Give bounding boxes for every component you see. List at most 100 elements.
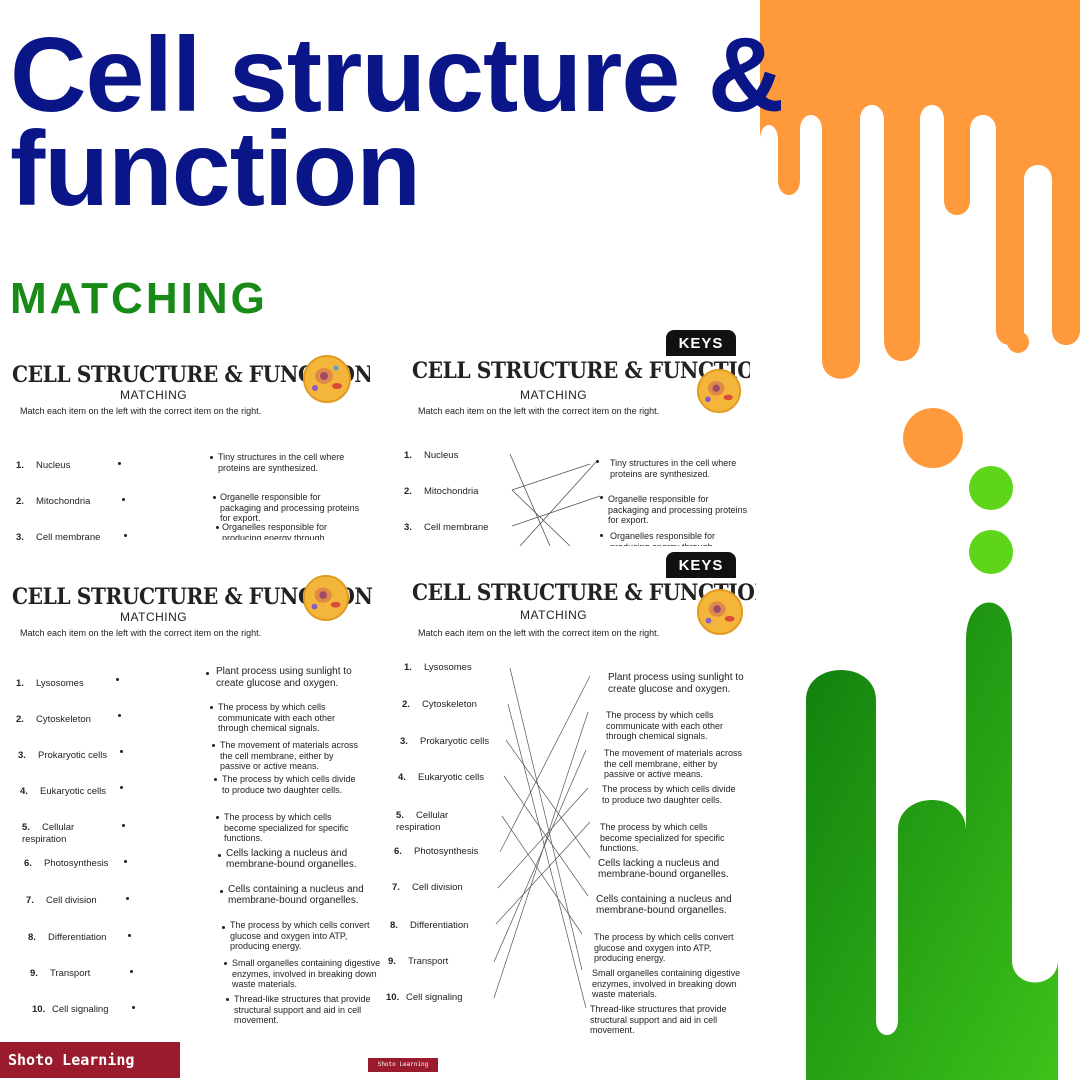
definition: Cells containing a nucleus and membrane-… [228, 884, 364, 906]
list-item: 8.Differentiation [390, 920, 469, 931]
match-dot [220, 890, 223, 893]
worksheet-bottom-right-keys: CELL STRUCTURE & FUNCTION MATCHING Match… [386, 578, 756, 1048]
match-dot [226, 998, 229, 1001]
match-dot [596, 460, 599, 463]
match-dot [132, 1006, 135, 1009]
definition: Tiny structures in the cell where protei… [610, 458, 737, 479]
list-item: 2.Cytoskeleton [402, 699, 477, 710]
worksheet-instruction: Match each item on the left with the cor… [418, 406, 660, 416]
match-dot [118, 462, 121, 465]
worksheet-subheading: MATCHING [520, 608, 588, 622]
cell-icon [696, 588, 744, 636]
match-dot [128, 934, 131, 937]
orange-drip-shape [760, 0, 1080, 379]
definition: Cells lacking a nucleus and membrane-bou… [598, 858, 729, 880]
definition: The process by which cells communicate w… [606, 710, 724, 741]
match-dot [124, 860, 127, 863]
match-dot [210, 706, 213, 709]
list-item: 4.Eukaryotic cells [20, 786, 106, 797]
list-item: 10.Cell signaling [32, 1004, 109, 1015]
list-item: 1.Nucleus [404, 450, 459, 461]
list-item: 6.Photosynthesis [394, 846, 479, 857]
orange-dot-small [1007, 331, 1029, 353]
list-item: 3.Prokaryotic cells [400, 736, 490, 747]
list-item: 1.Nucleus [16, 460, 71, 471]
green-dot-2 [969, 530, 1013, 574]
match-dot [213, 496, 216, 499]
list-item: 4.Eukaryotic cells [398, 772, 484, 783]
list-item: 1.Lysosomes [16, 678, 84, 689]
definition: Tiny structures in the cell where protei… [218, 452, 345, 473]
orange-dot-large [903, 408, 963, 468]
definition: Thread-like structures that provide stru… [590, 1004, 727, 1035]
definition: The process by which cells communicate w… [218, 702, 336, 733]
match-dot [212, 744, 215, 747]
definition: Organelles responsible for producing ene… [610, 531, 716, 546]
match-dot [600, 496, 603, 499]
worksheet-instruction: Match each item on the left with the cor… [418, 628, 660, 638]
match-dot [210, 456, 213, 459]
list-item: 5.Cellular respiration [396, 810, 449, 833]
worksheet-heading: CELL STRUCTURE & FUNCTION [412, 580, 756, 606]
cell-icon [696, 368, 742, 414]
definition: The process by which cells convert gluco… [230, 920, 370, 951]
brand-logo-small: Shoto Learning [368, 1058, 438, 1072]
definition: Small organelles containing digestive en… [592, 968, 741, 999]
answer-lines [509, 453, 601, 546]
definition: Organelle responsible for packaging and … [608, 494, 748, 525]
list-item: 1.Lysosomes [404, 662, 472, 673]
match-dot [216, 526, 219, 529]
match-dot [218, 854, 221, 857]
list-item: 2.Cytoskeleton [16, 714, 91, 725]
definition: Plant process using sunlight to create g… [608, 672, 744, 695]
definition: The process by which cells become specia… [224, 812, 349, 843]
definition: Small organelles containing digestive en… [232, 958, 380, 989]
keys-badge: KEYS [666, 552, 736, 578]
definition: Organelles responsible for producing ene… [222, 522, 328, 540]
list-item: 6.Photosynthesis [24, 858, 109, 869]
match-dot [222, 926, 225, 929]
match-dot [224, 962, 227, 965]
list-item: 2.Mitochondria [404, 486, 479, 497]
match-dot [118, 714, 121, 717]
worksheet-heading: CELL STRUCTURE & FUNCTION [412, 358, 750, 384]
list-item: 5.Cellular respiration [22, 822, 75, 845]
definition: The process by which cells convert gluco… [594, 932, 734, 963]
worksheet-top-left: CELL STRUCTURE & FUNCTION MATCHING Match… [10, 350, 370, 540]
match-dot [130, 970, 133, 973]
worksheet-subheading: MATCHING [120, 610, 188, 624]
definition: Cells containing a nucleus and membrane-… [596, 894, 732, 916]
list-item: 8.Differentiation [28, 932, 107, 943]
worksheet-top-right-keys: CELL STRUCTURE & FUNCTION MATCHING Match… [400, 356, 750, 546]
keys-badge: KEYS [666, 330, 736, 356]
list-item: 9.Transport [388, 956, 449, 967]
definition: The movement of materials across the cel… [220, 740, 359, 771]
list-item: 2.Mitochondria [16, 496, 91, 507]
match-dot [126, 897, 129, 900]
worksheet-instruction: Match each item on the left with the cor… [20, 628, 262, 638]
page-subtitle: MATCHING [10, 274, 268, 323]
match-dot [120, 750, 123, 753]
list-item: 3.Cell membrane [16, 532, 101, 540]
list-item: 7.Cell division [392, 882, 463, 893]
definition: Thread-like structures that provide stru… [234, 994, 371, 1025]
worksheet-instruction: Match each item on the left with the cor… [20, 406, 262, 416]
match-dot [124, 534, 127, 537]
list-item: 9.Transport [30, 968, 91, 979]
match-dot [216, 816, 219, 819]
definition: The process by which cells divide to pro… [222, 774, 356, 795]
match-dot [122, 824, 125, 827]
worksheet-subheading: MATCHING [120, 388, 188, 402]
cell-icon [302, 574, 350, 622]
match-dot [120, 786, 123, 789]
match-dot [214, 778, 217, 781]
green-dot-1 [969, 466, 1013, 510]
match-dot [206, 672, 209, 675]
definition: Plant process using sunlight to create g… [216, 666, 352, 689]
definition: The movement of materials across the cel… [604, 748, 743, 779]
match-dot [600, 534, 603, 537]
definition: The process by which cells divide to pro… [602, 784, 736, 805]
list-item: 3.Cell membrane [404, 522, 489, 533]
page-title: Cell structure & function [10, 16, 784, 228]
